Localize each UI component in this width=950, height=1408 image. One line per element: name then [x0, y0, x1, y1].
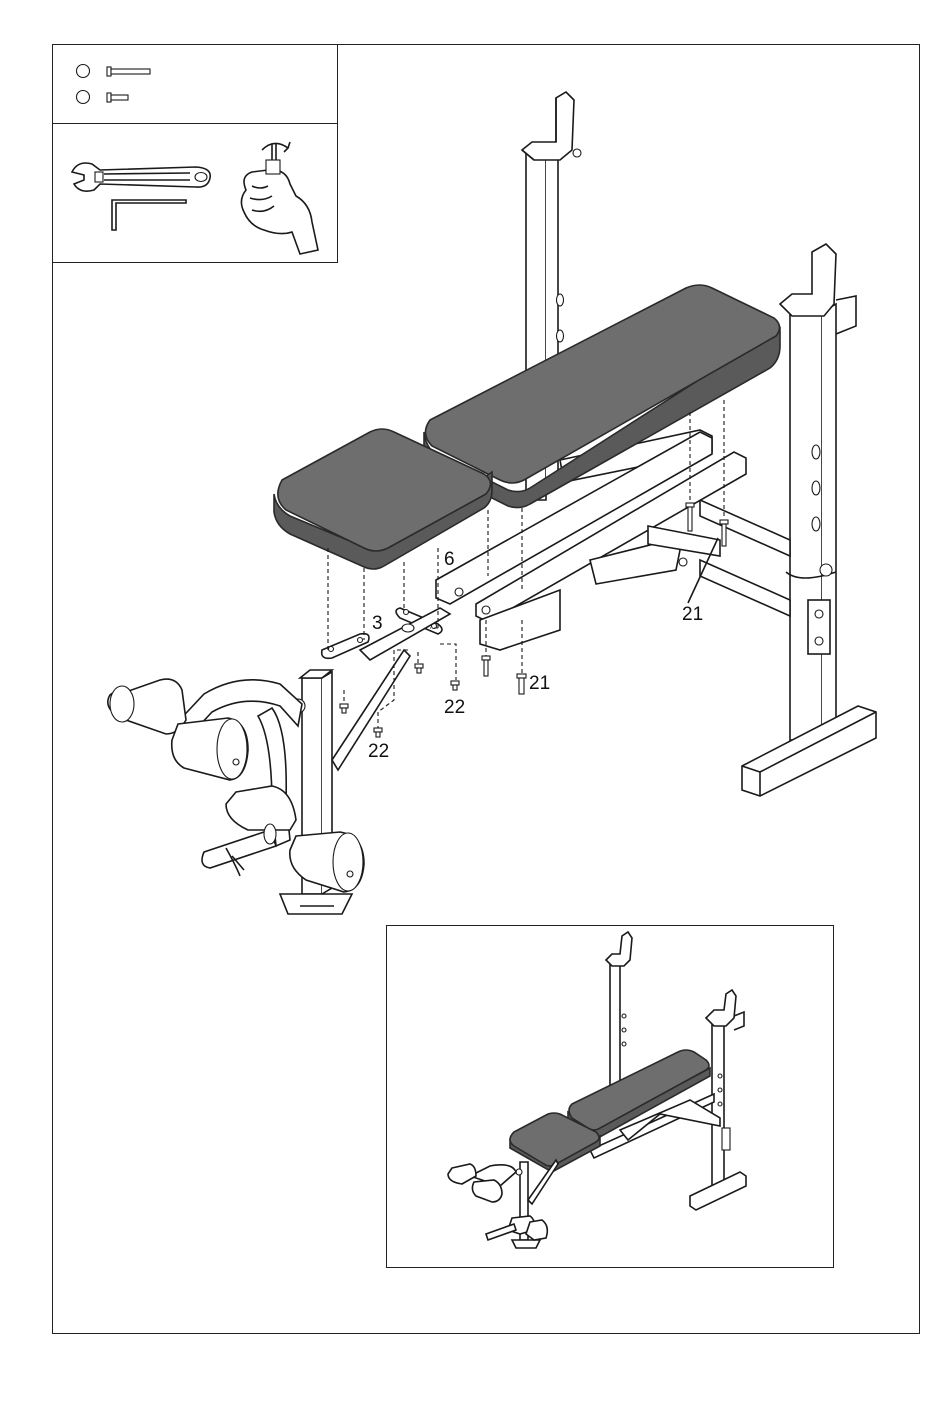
callout-part-21-b: 21 [529, 674, 550, 693]
callout-part-3: 3 [372, 614, 383, 633]
short-bolt-icon [107, 93, 128, 102]
hex-key-icon [112, 200, 186, 230]
bolt-21-b [720, 520, 728, 546]
long-bolt-icon [107, 67, 150, 76]
bracket-3 [322, 608, 450, 660]
callout-part-22-a: 22 [444, 698, 465, 717]
callout-part-22-b: 22 [368, 742, 389, 761]
bench-exploded-view [108, 92, 876, 914]
assembled-bench-view [448, 932, 746, 1248]
bolt-21-d [517, 674, 526, 694]
callout-part-6: 6 [444, 550, 455, 569]
bolt-21-c [482, 656, 490, 676]
callout-part-21-a: 21 [682, 605, 703, 624]
circle-marker-2 [77, 91, 90, 104]
hand-tighten-icon [241, 142, 318, 254]
bolt-22-a [415, 664, 423, 673]
bolt-22-d [374, 728, 382, 737]
wrench-icon [72, 163, 210, 191]
bolt-22-b [451, 681, 459, 690]
bolt-21-a [686, 503, 694, 531]
front-upright-right [780, 244, 856, 740]
hardware-list [77, 65, 151, 104]
bolt-22-c [340, 704, 348, 713]
circle-marker-1 [77, 65, 90, 78]
